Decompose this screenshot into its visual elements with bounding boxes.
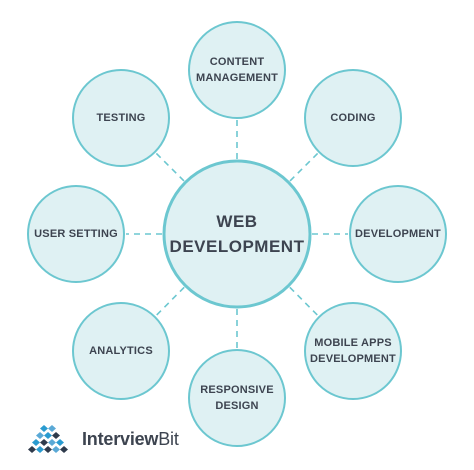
node-circle-mobile-apps-development: [304, 302, 402, 400]
logo-diamond: [56, 439, 64, 446]
logo-diamond: [48, 425, 56, 432]
connector-mobile-apps-development: [289, 286, 319, 317]
node-label-line: DEVELOPMENT: [355, 228, 441, 240]
logo-diamond: [40, 439, 48, 446]
node-label-line: CONTENT: [209, 56, 265, 68]
connector-analytics: [155, 286, 185, 317]
node-label-testing: TESTING: [66, 110, 176, 126]
connector-testing: [155, 152, 185, 182]
node-circle-content-management: [188, 21, 286, 119]
logo-diamond: [48, 439, 56, 446]
logo-diamond: [28, 446, 36, 453]
node-label-coding: CODING: [298, 110, 408, 126]
node-label-content-management: CONTENT MANAGEMENT: [182, 54, 292, 86]
interviewbit-logo: InterviewBit: [24, 424, 179, 454]
logo-text-light: Bit: [158, 428, 179, 449]
logo-diamond: [44, 432, 52, 439]
center-label: WEB DEVELOPMENT: [157, 209, 317, 259]
node-label-line: CODING: [330, 112, 376, 124]
connector-coding: [289, 152, 319, 182]
node-circles: [27, 21, 447, 447]
center-label-line-1: WEB: [216, 212, 258, 231]
node-label-analytics: ANALYTICS: [66, 343, 176, 359]
node-label-line: DEVELOPMENT: [310, 353, 396, 365]
logo-text-bold: Interview: [82, 428, 159, 449]
center-circle: [162, 159, 312, 309]
center-label-line-2: DEVELOPMENT: [169, 237, 305, 256]
node-label-line: MANAGEMENT: [195, 72, 279, 84]
logo-diamond: [52, 446, 60, 453]
node-label-line: ANALYTICS: [89, 345, 153, 357]
node-circle-coding: [304, 69, 402, 167]
node-label-line: RESPONSIVE: [200, 384, 274, 396]
logo-text: InterviewBit: [82, 429, 179, 450]
node-label-line: DESIGN: [215, 400, 259, 412]
node-label-line: MOBILE APPS: [314, 337, 392, 349]
logo-diamond: [36, 446, 44, 453]
node-label-line: TESTING: [96, 112, 146, 124]
logo-diamond: [60, 446, 68, 453]
node-circle-development: [349, 185, 447, 283]
node-label-development: DEVELOPMENT: [343, 226, 453, 242]
logo-diamond: [44, 446, 52, 453]
logo-mark-icon: [28, 425, 68, 453]
logo-diamond: [40, 425, 48, 432]
node-label-mobile-apps-development: MOBILE APPS DEVELOPMENT: [298, 335, 408, 367]
node-circle-responsive-design: [188, 349, 286, 447]
node-circle-user-setting: [27, 185, 125, 283]
node-circle-analytics: [72, 302, 170, 400]
node-label-responsive-design: RESPONSIVE DESIGN: [182, 382, 292, 414]
node-label-user-setting: USER SETTING: [21, 226, 131, 242]
logo-diamond: [52, 432, 60, 439]
logo-diamond: [36, 432, 44, 439]
connectors: [126, 120, 348, 348]
node-label-line: USER SETTING: [34, 228, 118, 240]
logo-diamond: [32, 439, 40, 446]
node-circle-testing: [72, 69, 170, 167]
